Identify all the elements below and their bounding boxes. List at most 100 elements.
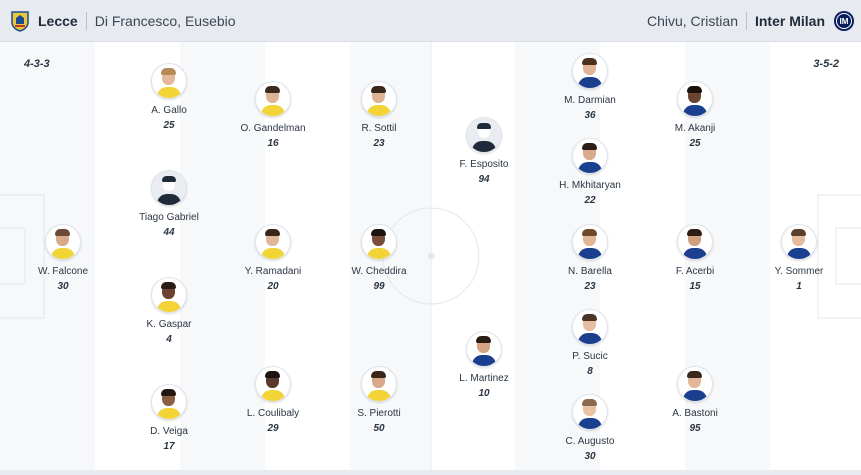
player-avatar [677, 224, 713, 260]
player-card[interactable]: M. Darmian 36 [545, 53, 635, 121]
player-number: 10 [478, 388, 490, 399]
player-number: 15 [689, 281, 701, 292]
player-number: 44 [163, 227, 175, 238]
match-lineups-header: Lecce Di Francesco, Eusebio Chivu, Crist… [0, 0, 861, 42]
player-avatar [466, 331, 502, 367]
away-formation: 3-5-2 [813, 58, 839, 70]
player-name: S. Pierotti [357, 408, 401, 419]
player-placeholder-icon [151, 170, 187, 206]
pitch-stripe [430, 42, 515, 470]
player-name: W. Falcone [37, 266, 89, 277]
player-avatar [255, 366, 291, 402]
player-avatar [572, 394, 608, 430]
player-number: 23 [373, 138, 385, 149]
player-avatar [45, 224, 81, 260]
player-number: 36 [584, 110, 596, 121]
player-card[interactable]: Tiago Gabriel 44 [124, 170, 214, 238]
home-formation: 4-3-3 [24, 58, 50, 70]
player-number: 22 [584, 195, 596, 206]
player-avatar [361, 81, 397, 117]
pitch-stripe [770, 42, 861, 470]
player-number: 25 [689, 138, 701, 149]
home-team-name[interactable]: Lecce [38, 13, 78, 29]
player-name: O. Gandelman [240, 123, 306, 134]
player-number: 8 [587, 366, 593, 377]
player-card[interactable]: K. Gaspar 4 [124, 277, 214, 345]
player-avatar [151, 384, 187, 420]
player-placeholder-icon [466, 117, 502, 153]
player-name: L. Martinez [459, 373, 509, 384]
player-card[interactable]: L. Coulibaly 29 [228, 366, 318, 434]
player-number: 95 [689, 423, 701, 434]
player-number: 30 [57, 281, 69, 292]
player-name: M. Akanji [674, 123, 716, 134]
player-name: D. Veiga [150, 426, 188, 437]
player-card[interactable]: H. Mkhitaryan 22 [545, 138, 635, 206]
player-name: P. Sucic [572, 351, 608, 362]
player-number: 30 [584, 451, 596, 462]
player-name: Y. Ramadani [244, 266, 302, 277]
player-card[interactable]: L. Martinez 10 [439, 331, 529, 399]
player-number: 20 [267, 281, 279, 292]
away-coach-name[interactable]: Chivu, Cristian [646, 13, 738, 29]
lecce-crest-icon [10, 10, 30, 32]
player-name: H. Mkhitaryan [559, 180, 621, 191]
player-name: K. Gaspar [146, 319, 192, 330]
player-card[interactable]: C. Augusto 30 [545, 394, 635, 462]
player-card[interactable]: M. Akanji 25 [650, 81, 740, 149]
player-avatar [151, 277, 187, 313]
player-number: 25 [163, 120, 175, 131]
player-card[interactable]: Y. Sommer 1 [754, 224, 844, 292]
player-card[interactable]: S. Pierotti 50 [334, 366, 424, 434]
player-card[interactable]: Y. Ramadani 20 [228, 224, 318, 292]
inter-crest-icon: IM [833, 10, 854, 32]
player-avatar [255, 81, 291, 117]
player-card[interactable]: F. Acerbi 15 [650, 224, 740, 292]
player-name: Tiago Gabriel [139, 212, 199, 223]
player-avatar [781, 224, 817, 260]
away-team-name[interactable]: Inter Milan [754, 13, 825, 29]
player-number: 17 [163, 441, 175, 452]
player-name: W. Cheddira [351, 266, 407, 277]
player-card[interactable]: W. Cheddira 99 [334, 224, 424, 292]
pitch-stripe [600, 42, 685, 470]
pitch-markings [0, 42, 861, 470]
player-card[interactable]: O. Gandelman 16 [228, 81, 318, 149]
player-card[interactable]: W. Falcone 30 [18, 224, 108, 292]
player-avatar [151, 63, 187, 99]
player-card[interactable]: A. Bastoni 95 [650, 366, 740, 434]
player-number: 50 [373, 423, 385, 434]
player-number: 1 [796, 281, 802, 292]
player-number: 16 [267, 138, 279, 149]
player-name: F. Acerbi [675, 266, 715, 277]
home-team-header: Lecce Di Francesco, Eusebio [10, 0, 244, 42]
player-name: Y. Sommer [774, 266, 824, 277]
svg-text:IM: IM [840, 17, 849, 26]
player-card[interactable]: D. Veiga 17 [124, 384, 214, 452]
player-name: L. Coulibaly [246, 408, 300, 419]
player-number: 99 [373, 281, 385, 292]
player-avatar [572, 224, 608, 260]
player-name: N. Barella [568, 266, 612, 277]
player-card[interactable]: P. Sucic 8 [545, 309, 635, 377]
player-name: R. Sottil [361, 123, 397, 134]
player-number: 4 [166, 334, 172, 345]
player-number: 29 [267, 423, 279, 434]
divider [85, 12, 87, 30]
player-name: F. Esposito [459, 159, 509, 170]
player-avatar [572, 138, 608, 174]
player-avatar [255, 224, 291, 260]
player-name: A. Bastoni [672, 408, 718, 419]
divider [745, 12, 747, 30]
player-card[interactable]: R. Sottil 23 [334, 81, 424, 149]
player-name: C. Augusto [565, 436, 615, 447]
home-coach-name[interactable]: Di Francesco, Eusebio [94, 13, 236, 29]
player-name: M. Darmian [564, 95, 616, 106]
player-card[interactable]: A. Gallo 25 [124, 63, 214, 131]
player-name: A. Gallo [151, 105, 187, 116]
player-avatar [572, 309, 608, 345]
away-team-header: Chivu, Cristian Inter Milan IM [639, 0, 854, 42]
